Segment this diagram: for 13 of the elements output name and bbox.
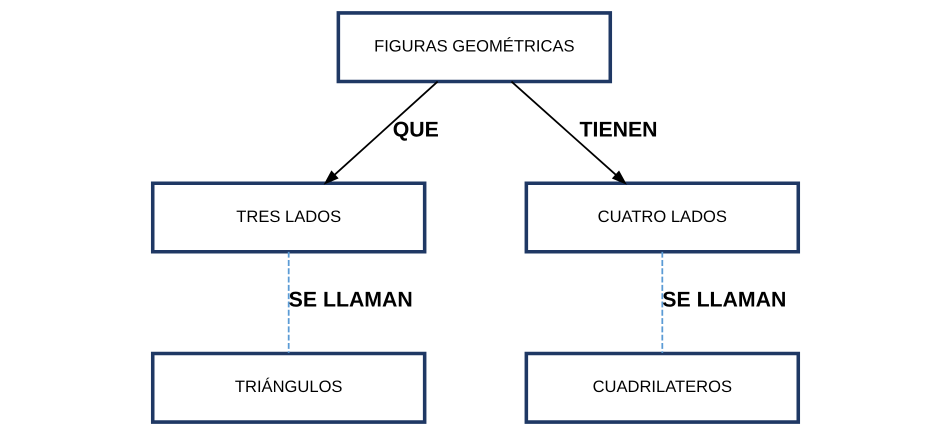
arrow xyxy=(510,80,626,185)
arrow xyxy=(323,80,438,185)
connector xyxy=(287,252,290,353)
connector xyxy=(660,252,663,353)
node-box: CUADRILATEROS xyxy=(524,352,800,424)
edge-label: TIENEN xyxy=(579,117,658,142)
edge-label: SE LLAMAN xyxy=(662,288,786,312)
node-box: TRIÁNGULOS xyxy=(150,352,426,424)
edge-label: QUE xyxy=(392,117,438,142)
node-box: TRES LADOS xyxy=(150,181,426,254)
edge-label: SE LLAMAN xyxy=(288,288,412,312)
node-box: FIGURAS GEOMÉTRICAS xyxy=(336,11,612,84)
node-box: CUATRO LADOS xyxy=(524,181,800,254)
